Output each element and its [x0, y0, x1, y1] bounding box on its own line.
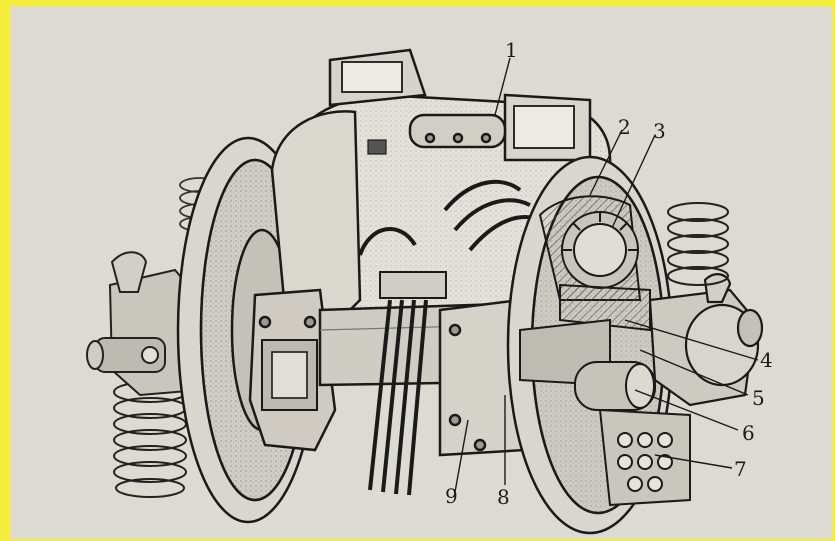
- right-axle-box: [648, 273, 764, 407]
- gear-cutaway: [538, 195, 651, 332]
- left-axle-box: [86, 251, 201, 397]
- callout-2: 2: [618, 115, 631, 139]
- callout-8: 8: [497, 485, 510, 509]
- frame-end-shield: [248, 110, 362, 452]
- callout-4: 4: [760, 348, 773, 372]
- callout-1: 1: [505, 38, 518, 62]
- callout-3: 3: [653, 119, 666, 143]
- callout-6: 6: [742, 421, 755, 445]
- right-coil-spring: [667, 202, 729, 286]
- lower-spring-set: [598, 408, 691, 507]
- callout-9: 9: [445, 484, 458, 508]
- left-coil-spring: [113, 381, 187, 498]
- gear-case: [438, 298, 527, 457]
- callout-7: 7: [734, 457, 747, 481]
- bearing-assembly: [519, 318, 656, 411]
- cable-terminal-block: [368, 271, 447, 496]
- callout-leader-lines: [454, 57, 759, 493]
- callout-5: 5: [752, 386, 765, 410]
